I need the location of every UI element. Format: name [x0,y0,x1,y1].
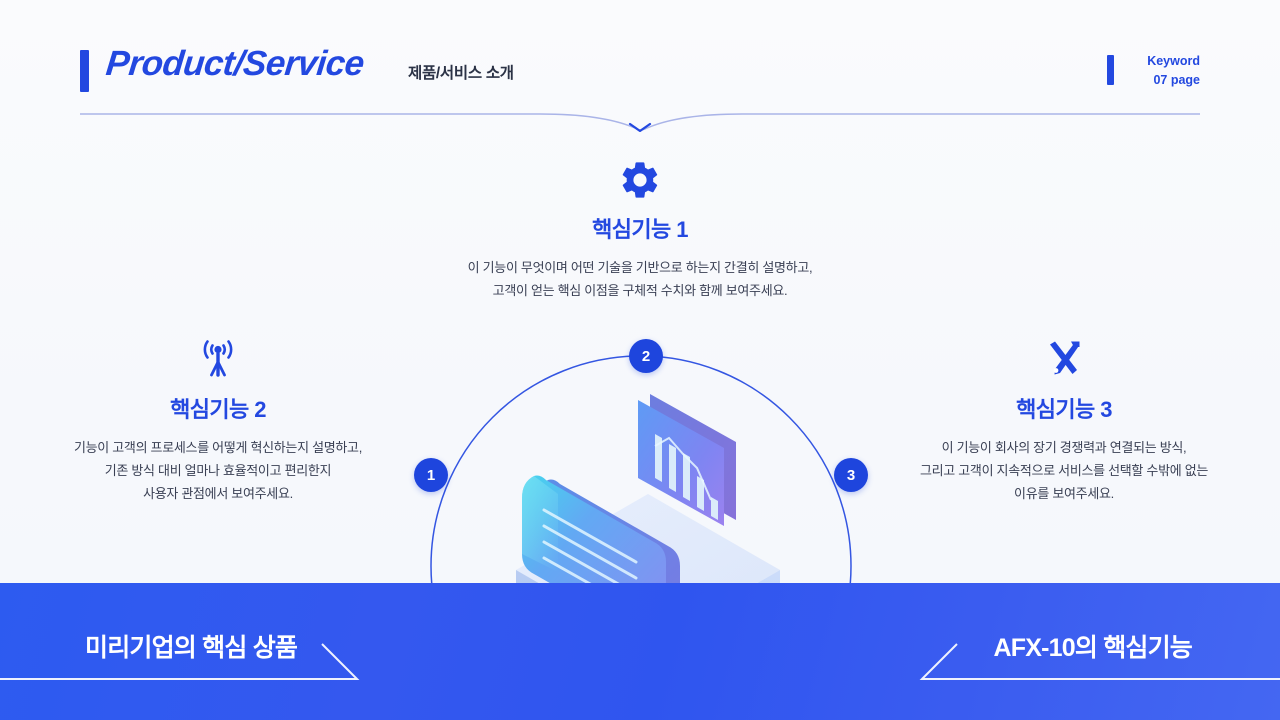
feature-block-right: 핵심기능 3 이 기능이 회사의 장기 경쟁력과 연결되는 방식, 그리고 고객… [874,338,1254,505]
page-title: Product/Service [104,44,366,83]
step-badge-3[interactable]: 3 [834,458,868,492]
bottom-banner: 미리기업의 핵심 상품 AFX-10의 핵심기능 [0,583,1280,720]
antenna-signal-icon [28,338,408,382]
feature-desc-2: 기능이 고객의 프로세스를 어떻게 혁신하는지 설명하고, 기존 방식 대비 얼… [73,440,363,502]
feature-title-3: 핵심기능 3 [1016,397,1112,422]
step-badge-1[interactable]: 1 [414,458,448,492]
feature-block-left: 핵심기능 2 기능이 고객의 프로세스를 어떻게 혁신하는지 설명하고, 기존 … [28,338,408,505]
keyword-block: Keyword 07 page [1147,52,1200,91]
banner-label-right: AFX-10의 핵심기능 [993,634,1193,662]
feature-desc-1: 이 기능이 무엇이며 어떤 기술을 기반으로 하는지 간결히 설명하고, 고객이… [467,260,813,299]
feature-title-1: 핵심기능 1 [592,217,688,242]
feature-desc-3: 이 기능이 회사의 장기 경쟁력과 연결되는 방식, 그리고 고객이 지속적으로… [919,440,1209,502]
keyword-label: Keyword [1147,54,1200,68]
step-badge-2[interactable]: 2 [629,339,663,373]
tools-hammer-wrench-icon [874,338,1254,382]
header-divider [80,113,1200,132]
banner-decorative-lines [0,643,1280,680]
feature-title-2: 핵심기능 2 [170,397,266,422]
page-subtitle: 제품/서비스 소개 [408,65,514,82]
keyword-accent-bar [1107,55,1114,85]
gear-icon [390,158,890,202]
page-number-label: 07 page [1153,73,1200,88]
feature-block-top: 핵심기능 1 이 기능이 무엇이며 어떤 기술을 기반으로 하는지 간결히 설명… [390,158,890,302]
slide-header: Product/Service 제품/서비스 소개 Keyword 07 pag… [0,0,1280,132]
banner-label-left: 미리기업의 핵심 상품 [85,634,298,662]
title-accent-bar [80,50,89,92]
